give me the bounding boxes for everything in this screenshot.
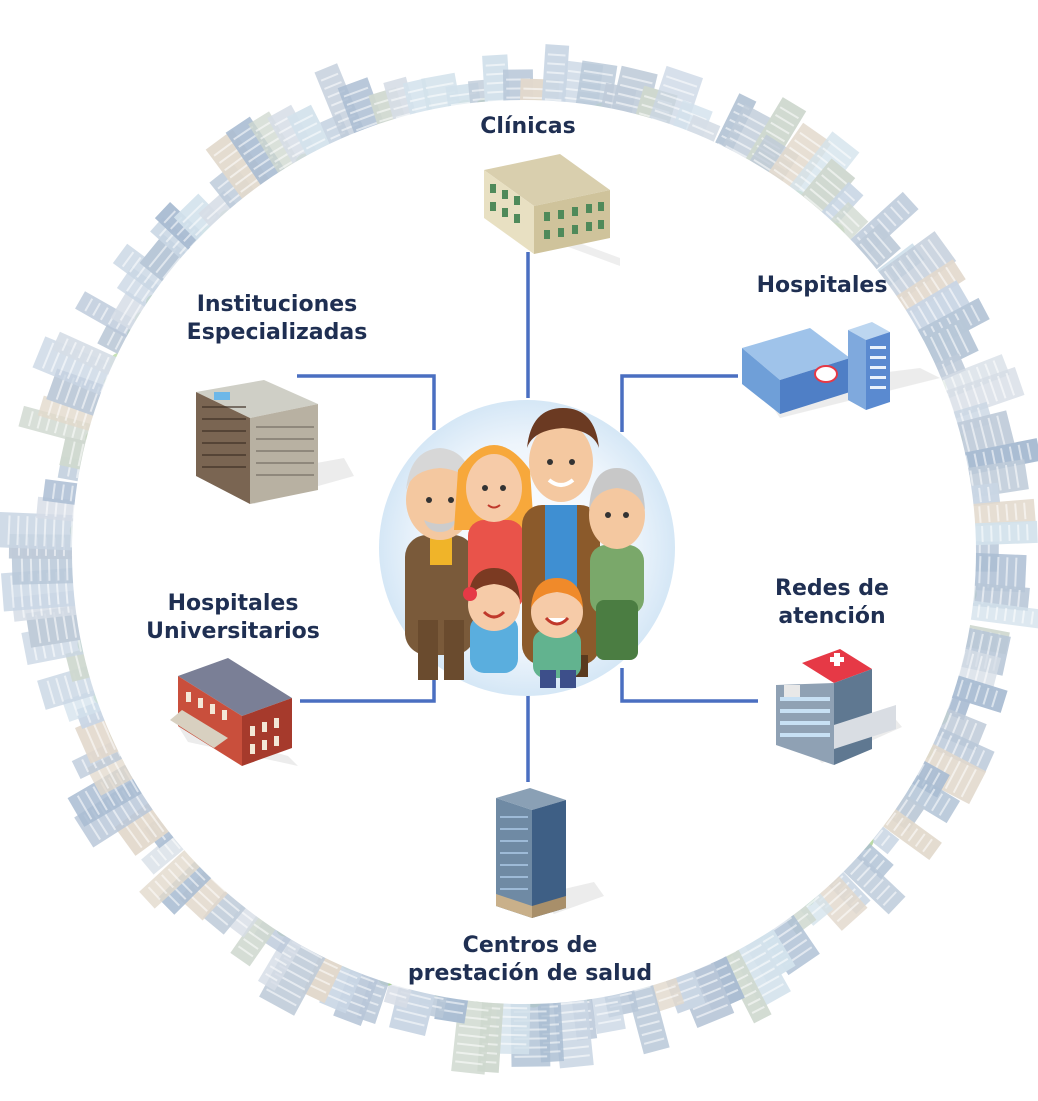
boy-figure	[531, 578, 583, 688]
label-instituciones: Instituciones Especializadas	[186, 292, 368, 345]
connector-redes	[620, 668, 758, 703]
girl-figure	[463, 568, 520, 673]
label-centros: Centros de prestación de salud	[407, 933, 653, 986]
label-redes: Redes de atención	[775, 576, 889, 629]
connector-hospitales	[620, 374, 738, 432]
skyscraper-icon	[496, 788, 604, 918]
label-universitarios: Hospitales Universitarios	[146, 591, 320, 644]
label-clinicas: Clínicas	[480, 114, 576, 139]
university-building-icon	[170, 658, 298, 766]
label-hospitales: Hospitales	[756, 273, 888, 298]
family-icon	[379, 400, 675, 696]
care-network-building-icon	[776, 649, 902, 765]
grandma-figure	[589, 468, 645, 660]
clinic-building-icon	[484, 154, 620, 266]
skyline-building	[955, 498, 1036, 528]
connector-instituciones	[297, 374, 436, 430]
skyline-building	[957, 520, 1038, 546]
hospital-building-icon	[742, 322, 940, 418]
skyline-building	[0, 512, 92, 552]
office-tower-icon	[196, 380, 354, 504]
